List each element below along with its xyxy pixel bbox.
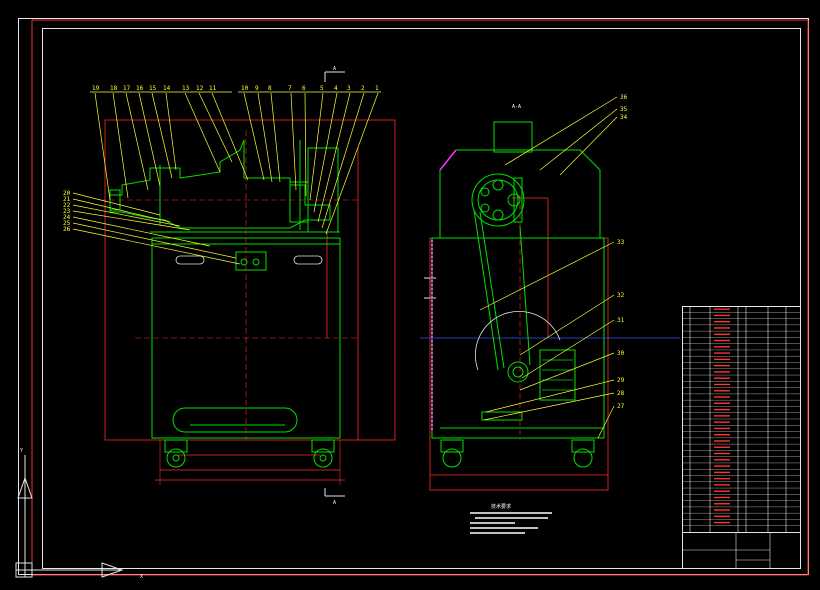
side-dimensions <box>429 195 609 491</box>
part-number: 14 <box>163 85 171 92</box>
technical-notes: 技术要求 <box>470 503 552 534</box>
notes-text-lines <box>470 512 552 534</box>
front-junction-box <box>235 251 267 271</box>
ucs-x-label: X <box>140 574 143 580</box>
side-motor <box>440 310 604 429</box>
front-casters <box>164 439 335 468</box>
part-number: 22 <box>63 202 71 209</box>
section-mark-top: A <box>324 66 345 82</box>
part-number: 23 <box>63 208 71 215</box>
section-label-bottom: A <box>333 500 336 506</box>
part-number: 29 <box>617 377 625 384</box>
drawing-frame <box>18 18 809 576</box>
side-housing <box>420 121 680 439</box>
part-number: 21 <box>63 196 71 203</box>
part-number: 15 <box>149 85 157 92</box>
part-number: 24 <box>63 214 71 221</box>
part-number: 35 <box>620 106 628 113</box>
part-number: 4 <box>334 85 338 92</box>
part-number: 30 <box>617 350 625 357</box>
part-number: 2 <box>361 85 365 92</box>
part-number: 16 <box>136 85 144 92</box>
part-number: 8 <box>268 85 272 92</box>
side-pulley <box>471 173 525 227</box>
side-part-numbers: 36 35 34 33 32 31 30 29 28 27 <box>479 94 628 439</box>
front-upper-mechanism <box>109 139 340 233</box>
part-number: 10 <box>241 85 249 92</box>
part-number: 19 <box>92 85 100 92</box>
front-part-numbers: 19 18 17 16 15 14 13 12 11 10 9 8 7 6 5 … <box>90 85 381 235</box>
part-number: 17 <box>123 85 131 92</box>
part-number: 25 <box>63 220 71 227</box>
part-number: 28 <box>617 390 625 397</box>
part-number: 12 <box>196 85 204 92</box>
part-number: 34 <box>620 114 628 121</box>
section-label-top: A <box>333 66 336 72</box>
part-number: 9 <box>255 85 259 92</box>
part-number: 36 <box>620 94 628 101</box>
notes-title: 技术要求 <box>491 503 511 510</box>
section-mark-bottom: A <box>324 488 345 506</box>
part-number: 7 <box>288 85 292 92</box>
part-number: 20 <box>63 190 71 197</box>
side-casters <box>440 439 595 468</box>
part-number: 1 <box>375 85 379 92</box>
part-number: 5 <box>320 85 324 92</box>
front-view: A A <box>63 66 396 506</box>
side-view-title: A-A <box>512 104 521 110</box>
part-number: 33 <box>617 239 625 246</box>
parts-list-table <box>682 306 801 569</box>
ucs-y-label: Y <box>20 448 23 454</box>
part-number: 31 <box>617 317 625 324</box>
part-number: 11 <box>209 85 217 92</box>
left-part-numbers: 20 21 22 23 24 25 26 <box>63 190 241 265</box>
part-number: 18 <box>110 85 118 92</box>
part-number: 32 <box>617 292 625 299</box>
part-number: 27 <box>617 403 625 410</box>
part-number: 3 <box>347 85 351 92</box>
part-number: 13 <box>182 85 190 92</box>
side-view: A-A <box>420 94 680 491</box>
ucs-icon: Y X <box>15 448 143 580</box>
part-number: 6 <box>302 85 306 92</box>
part-number: 26 <box>63 226 71 233</box>
side-belt <box>473 209 531 371</box>
front-dimensions <box>104 119 396 485</box>
